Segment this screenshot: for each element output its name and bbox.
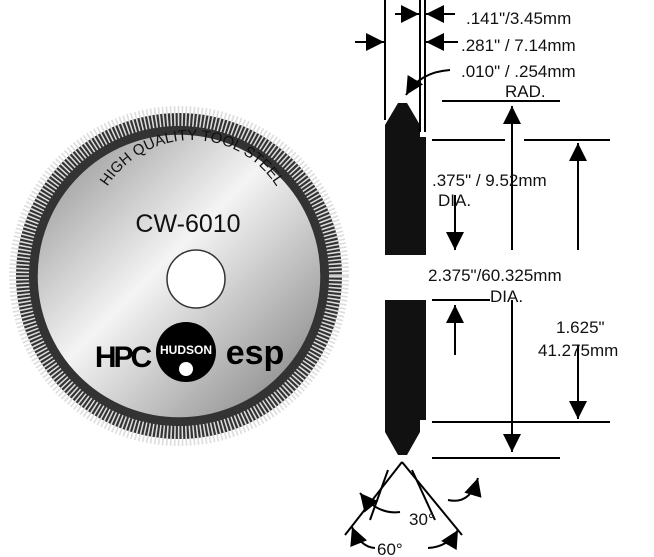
radius-label: .010" / .254mm <box>461 62 576 81</box>
blade-front-view: HIGH QUALITY TOOL STEEL CW-6010 HPC HUDS… <box>9 106 349 446</box>
arbor-hole <box>166 249 226 309</box>
outer-dia-suffix: DIA. <box>490 287 523 306</box>
hole-dia-suffix: DIA. <box>438 191 471 210</box>
hpc-logo: HPC <box>95 341 152 374</box>
angle-60-label: 60° <box>377 540 403 557</box>
hudson-logo: HUDSON <box>160 343 212 357</box>
profile-lower <box>385 300 426 455</box>
profile-upper <box>385 103 426 255</box>
hub-dia-in-label: 1.625" <box>556 318 605 337</box>
thickness-body-label: .281" / 7.14mm <box>461 36 576 55</box>
angle-30-label: 30° <box>409 510 435 529</box>
blade-profile <box>385 103 426 455</box>
blade-model: CW-6010 <box>135 210 240 238</box>
dimension-labels: .141"/3.45mm .281" / 7.14mm .010" / .254… <box>377 9 618 557</box>
thickness-tip-label: .141"/3.45mm <box>466 9 571 28</box>
blade-teeth <box>9 106 349 446</box>
radius-suffix: RAD. <box>505 82 546 101</box>
outer-dia-label: 2.375"/60.325mm <box>428 266 562 285</box>
hole-dia-label: .375" / 9.52mm <box>432 171 547 190</box>
dimension-lines <box>344 0 610 551</box>
hudson-logo-badge <box>156 322 216 382</box>
hub-dia-mm-label: 41.275mm <box>538 341 618 360</box>
esp-logo: esp <box>226 334 285 372</box>
keyhole-icon <box>179 362 193 376</box>
